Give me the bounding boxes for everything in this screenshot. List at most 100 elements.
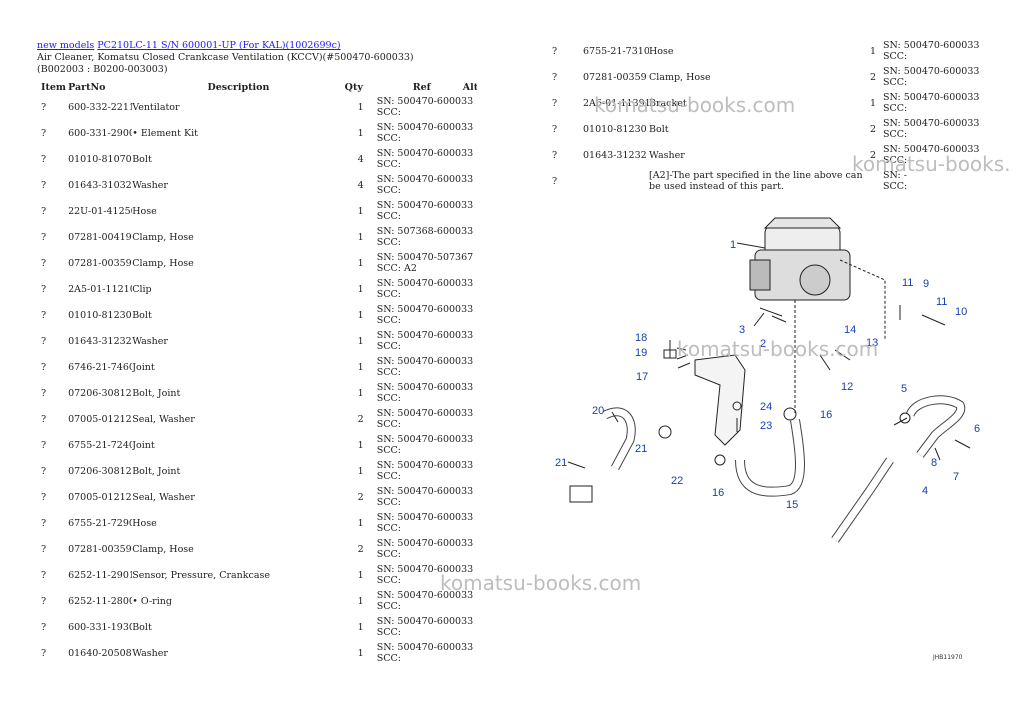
row-partno: 6755-21-7310 bbox=[583, 45, 649, 57]
page-title: Air Cleaner, Komatsu Closed Crankcase Ve… bbox=[37, 52, 414, 75]
row-sn: SN: 500470-600033 bbox=[883, 92, 980, 103]
row-partno: 01010-81230 bbox=[583, 123, 647, 135]
row-item: ? bbox=[41, 465, 47, 477]
row-partno: 600-332-2211 bbox=[68, 101, 133, 113]
callout-17: 17 bbox=[636, 371, 648, 383]
row-partno: 2A6-01-11391 bbox=[583, 97, 649, 109]
row-item: ? bbox=[41, 153, 47, 165]
row-description: Washer bbox=[132, 647, 168, 659]
row-item: ? bbox=[41, 517, 47, 529]
row-sn: SN: 500470-600033 bbox=[883, 66, 980, 77]
row-sn: SN: 500470-600033 bbox=[376, 590, 474, 601]
row-sn: SN: 500470-600033 bbox=[376, 304, 474, 315]
watermark: komatsu-books. bbox=[852, 152, 1011, 176]
row-item: ? bbox=[41, 647, 47, 659]
row-sn: SN: 500470-600033 bbox=[376, 460, 474, 471]
callout-8: 8 bbox=[931, 457, 937, 469]
row-description: • Element Kit bbox=[132, 127, 198, 139]
row-description: Seal, Washer bbox=[132, 413, 195, 425]
row-item: ? bbox=[41, 387, 47, 399]
row-description: Bolt, Joint bbox=[132, 465, 181, 477]
row-partno: 01643-31232 bbox=[583, 149, 647, 161]
row-partno: 6252-11-2901 bbox=[68, 569, 133, 581]
row-item: ? bbox=[41, 439, 47, 451]
breadcrumb-machine-link[interactable]: PC210LC-11 S/N 600001-UP (For KAL)(10026… bbox=[97, 40, 341, 51]
row-partno: 01010-81070 bbox=[68, 153, 132, 165]
row-item: ? bbox=[552, 149, 558, 161]
row-qty: 1 bbox=[357, 127, 364, 139]
row-partno: 600-331-1930 bbox=[68, 621, 133, 633]
table-row: ?[A2]-The part specified in the line abo… bbox=[548, 168, 983, 194]
row-sn: SN: 507368-600033 bbox=[376, 226, 474, 237]
row-scc: SCC: bbox=[376, 445, 401, 456]
row-description: Clip bbox=[132, 283, 152, 295]
row-partno: 07005-01212 bbox=[68, 413, 132, 425]
diagram-code: JHB11970 bbox=[933, 654, 963, 661]
callout-14: 14 bbox=[844, 324, 856, 336]
row-scc: SCC: bbox=[376, 133, 401, 144]
row-description: Washer bbox=[649, 149, 685, 161]
row-partno: 07281-00419 bbox=[68, 231, 132, 243]
row-description: Bolt bbox=[132, 153, 152, 165]
row-item: ? bbox=[41, 621, 47, 633]
row-description: Hose bbox=[649, 45, 674, 57]
watermark: komatsu-books.com bbox=[594, 93, 796, 117]
row-scc: SCC: bbox=[376, 549, 401, 560]
callout-22: 22 bbox=[671, 475, 683, 487]
row-scc: SCC: bbox=[376, 523, 401, 534]
row-item: ? bbox=[552, 123, 558, 135]
row-scc: SCC: bbox=[376, 471, 401, 482]
row-scc: SCC: bbox=[376, 237, 401, 248]
row-item: ? bbox=[41, 231, 47, 243]
row-partno: 2A5-01-11210 bbox=[68, 283, 133, 295]
row-description: • O-ring bbox=[132, 595, 172, 607]
row-description: Washer bbox=[132, 179, 168, 191]
row-scc: SCC: bbox=[883, 103, 908, 114]
row-scc: SCC: bbox=[376, 211, 401, 222]
callout-16a: 16 bbox=[820, 409, 832, 421]
row-item: ? bbox=[41, 543, 47, 555]
row-item: ? bbox=[41, 309, 47, 321]
breadcrumb-new-models-link[interactable]: new models bbox=[37, 40, 95, 51]
row-description: Hose bbox=[132, 205, 157, 217]
row-partno: 07005-01212 bbox=[68, 491, 132, 503]
row-qty: 2 bbox=[869, 71, 877, 83]
row-partno: 01010-81230 bbox=[68, 309, 132, 321]
row-item: ? bbox=[552, 97, 558, 109]
row-description: Bolt bbox=[649, 123, 669, 135]
row-item: ? bbox=[552, 45, 558, 57]
row-partno: 6252-11-2800 bbox=[68, 595, 133, 607]
row-item: ? bbox=[41, 569, 47, 581]
row-partno: 01640-20508 bbox=[68, 647, 132, 659]
row-description: Seal, Washer bbox=[132, 491, 195, 503]
row-partno: 07206-30812 bbox=[68, 387, 132, 399]
row-scc: SCC: bbox=[883, 181, 908, 192]
